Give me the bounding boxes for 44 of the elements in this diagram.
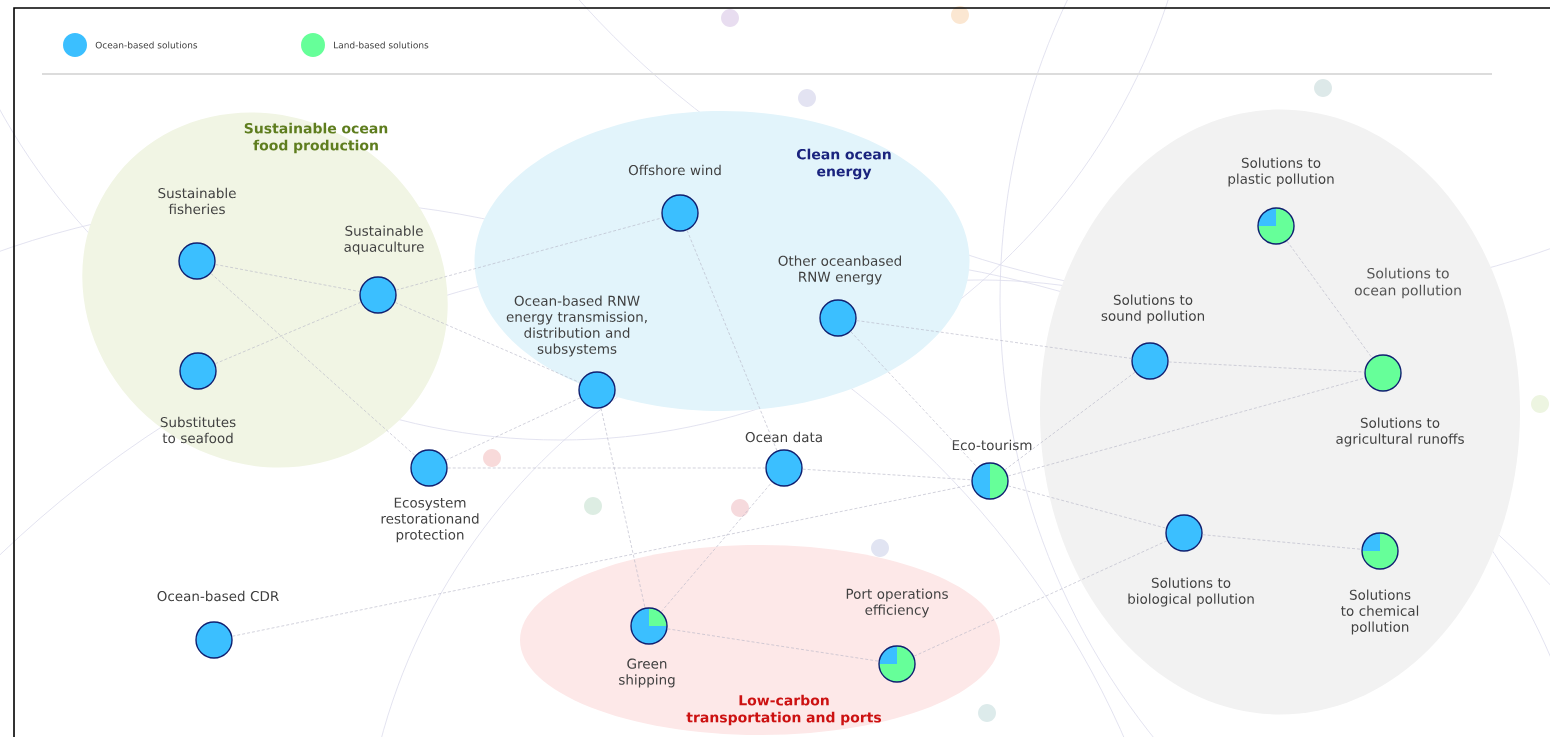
node-label: Solutions to sound pollution (1101, 294, 1204, 324)
connector-line (1168, 361, 1365, 373)
node-label: Substitutes to seafood (160, 416, 236, 444)
node-label: Port operations efficiency (846, 588, 948, 618)
node-label: Ocean data (745, 431, 822, 443)
node-label: Eco-tourism (952, 439, 1032, 451)
node-label: Sustainable aquaculture (344, 225, 424, 255)
legend-label: Land-based solutions (334, 41, 429, 49)
connector-line (1004, 371, 1136, 471)
connector-line (1286, 240, 1373, 359)
connector-line (445, 397, 581, 461)
connector-line (1007, 485, 1167, 529)
node-label: Sustainable fisheries (158, 187, 236, 215)
connector-line (232, 484, 972, 637)
cluster-heading: Clean ocean energy (796, 148, 891, 180)
connector-line (214, 301, 362, 365)
connector-line (667, 628, 879, 662)
connector-line (600, 407, 646, 609)
connector-line (210, 273, 416, 456)
cluster-heading: Low-carbon transportation and ports (686, 694, 882, 726)
legend-label: Ocean-based solutions (95, 41, 198, 49)
connector-line (660, 481, 773, 613)
node-label: Solutions to plastic pollution (1228, 157, 1334, 187)
connector-line (215, 264, 360, 292)
connector-line (856, 320, 1132, 359)
node-label: Solutions to biological pollution (1128, 577, 1254, 607)
connector-line (686, 230, 778, 451)
cluster-heading: Solutions to ocean pollution (1354, 267, 1461, 299)
node-label: Offshore wind (628, 164, 721, 176)
connector-line (395, 217, 663, 291)
node-label: Solutions to agricultural runoffs (1336, 417, 1464, 447)
connector-line (1202, 534, 1362, 550)
node-label: Solutions to chemical pollution (1341, 589, 1419, 635)
connector-line (913, 540, 1168, 657)
node-label: Green shipping (619, 658, 675, 688)
cluster-heading: Sustainable ocean food production (244, 122, 388, 154)
node-label: Ocean-based CDR (157, 590, 279, 602)
node-label: Ocean-based RNW energy transmission, distribution and subsystems (506, 295, 647, 357)
node-label: Ecosystem restorationand protection (381, 497, 479, 543)
connector-line (1007, 377, 1366, 477)
node-label: Other oceanbased RNW energy (778, 255, 901, 285)
connector-line (850, 331, 978, 468)
connector-line (802, 468, 972, 481)
connector-line (394, 302, 581, 383)
